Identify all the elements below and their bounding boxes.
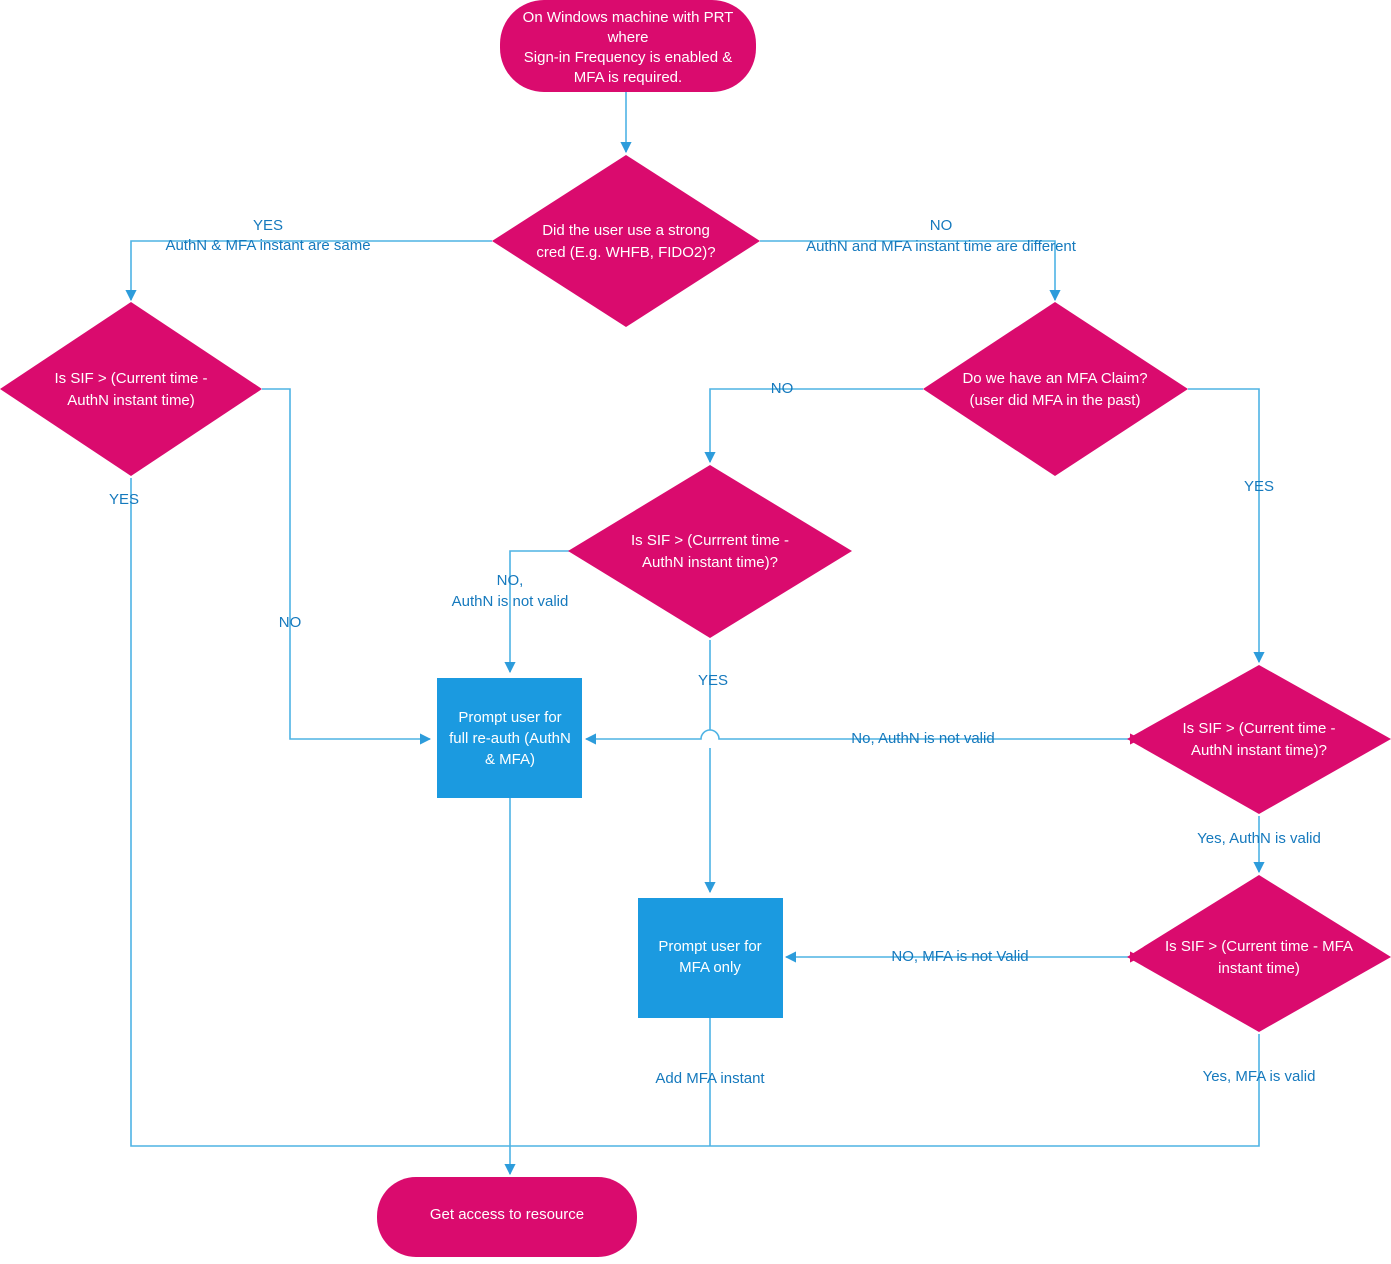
- sif-left-line-2: AuthN instant time): [67, 392, 195, 409]
- label-sif-right-authn-yes: Yes, AuthN is valid: [1197, 830, 1321, 847]
- sif-left-shape: [0, 302, 262, 476]
- edge-mfa-claim-yes: [1188, 388, 1265, 664]
- edge-strong-cred-no: [760, 240, 1061, 302]
- edge-mfa-claim-no: [704, 388, 923, 464]
- sif-left-line-1: Is SIF > (Current time -: [55, 370, 208, 387]
- prompt-full-reauth-shape: [437, 678, 582, 798]
- connectors: [125, 92, 1265, 1176]
- prompt-full-reauth-line-1: Prompt user for: [458, 709, 561, 726]
- get-access-shape: [377, 1177, 637, 1257]
- mfa-claim-line-1: Do we have an MFA Claim?: [962, 370, 1147, 387]
- strong-cred-shape: [492, 155, 760, 327]
- prompt-full-reauth-line-2: full re-auth (AuthN: [449, 730, 571, 747]
- mfa-claim-shape: [923, 302, 1188, 476]
- node-start[interactable]: On Windows machine with PRT where Sign-i…: [500, 0, 756, 92]
- label-mfa-claim-yes: YES: [1244, 478, 1274, 495]
- edge-sif-middle-no: [504, 550, 578, 674]
- edge-labels: YES AuthN & MFA instant are same NO Auth…: [109, 217, 1321, 1087]
- sif-right-authn-line-2: AuthN instant time)?: [1191, 742, 1327, 759]
- label-strong-cred-no-2: AuthN and MFA instant time are different: [806, 238, 1077, 255]
- label-strong-cred-yes-1: YES: [253, 217, 283, 234]
- label-sif-middle-no-2: AuthN is not valid: [452, 593, 569, 610]
- label-strong-cred-no-1: NO: [930, 217, 953, 234]
- start-shape: [500, 0, 756, 92]
- node-prompt-mfa-only[interactable]: Prompt user for MFA only: [638, 898, 783, 1018]
- sif-middle-line-2: AuthN instant time)?: [642, 554, 778, 571]
- start-line-2: where: [607, 29, 649, 46]
- sif-right-mfa-shape: [1127, 875, 1391, 1032]
- label-mfa-claim-no: NO: [771, 380, 794, 397]
- node-sif-middle[interactable]: Is SIF > (Currrent time - AuthN instant …: [568, 465, 852, 638]
- sif-right-authn-line-1: Is SIF > (Current time -: [1183, 720, 1336, 737]
- label-sif-middle-yes: YES: [698, 672, 728, 689]
- label-mfa-only-out: Add MFA instant: [655, 1070, 765, 1087]
- prompt-mfa-only-line-2: MFA only: [679, 959, 741, 976]
- node-sif-left[interactable]: Is SIF > (Current time - AuthN instant t…: [0, 302, 262, 476]
- node-strong-cred[interactable]: Did the user use a strong cred (E.g. WHF…: [492, 155, 760, 327]
- label-strong-cred-yes-2: AuthN & MFA instant are same: [165, 237, 370, 254]
- label-sif-right-mfa-no: NO, MFA is not Valid: [891, 948, 1028, 965]
- strong-cred-line-1: Did the user use a strong: [542, 222, 710, 239]
- sif-right-mfa-line-2: instant time): [1218, 960, 1300, 977]
- mfa-claim-line-2: (user did MFA in the past): [970, 392, 1141, 409]
- start-line-4: MFA is required.: [574, 69, 682, 86]
- edge-sif-left-no: [262, 388, 432, 745]
- label-sif-left-no: NO: [279, 614, 302, 631]
- get-access-line-1: Get access to resource: [430, 1206, 584, 1223]
- start-line-3: Sign-in Frequency is enabled &: [524, 49, 732, 66]
- prompt-mfa-only-shape: [638, 898, 783, 1018]
- node-prompt-full-reauth[interactable]: Prompt user for full re-auth (AuthN & MF…: [437, 678, 582, 798]
- label-sif-left-yes: YES: [109, 491, 139, 508]
- label-sif-middle-no-1: NO,: [497, 572, 524, 589]
- edge-sif-right-mfa-yes: [506, 1034, 1260, 1147]
- sif-right-mfa-line-1: Is SIF > (Current time - MFA: [1165, 938, 1353, 955]
- node-sif-right-mfa[interactable]: Is SIF > (Current time - MFA instant tim…: [1127, 875, 1391, 1032]
- label-sif-right-authn-no: No, AuthN is not valid: [851, 730, 994, 747]
- strong-cred-line-2: cred (E.g. WHFB, FIDO2)?: [536, 244, 715, 261]
- node-sif-right-authn[interactable]: Is SIF > (Current time - AuthN instant t…: [1127, 665, 1391, 814]
- prompt-full-reauth-line-3: & MFA): [485, 751, 535, 768]
- edge-sif-right-authn-no: [584, 729, 1131, 745]
- edge-strong-cred-yes: [125, 240, 492, 302]
- sif-middle-line-1: Is SIF > (Currrent time -: [631, 532, 789, 549]
- start-line-1: On Windows machine with PRT: [523, 9, 734, 26]
- prompt-mfa-only-line-1: Prompt user for: [658, 938, 761, 955]
- edge-sif-left-yes: [130, 478, 506, 1147]
- label-sif-right-mfa-yes: Yes, MFA is valid: [1203, 1068, 1316, 1085]
- node-mfa-claim[interactable]: Do we have an MFA Claim? (user did MFA i…: [923, 302, 1188, 476]
- sif-middle-shape: [568, 465, 852, 638]
- sif-right-authn-shape: [1127, 665, 1391, 814]
- node-get-access[interactable]: Get access to resource: [377, 1177, 637, 1257]
